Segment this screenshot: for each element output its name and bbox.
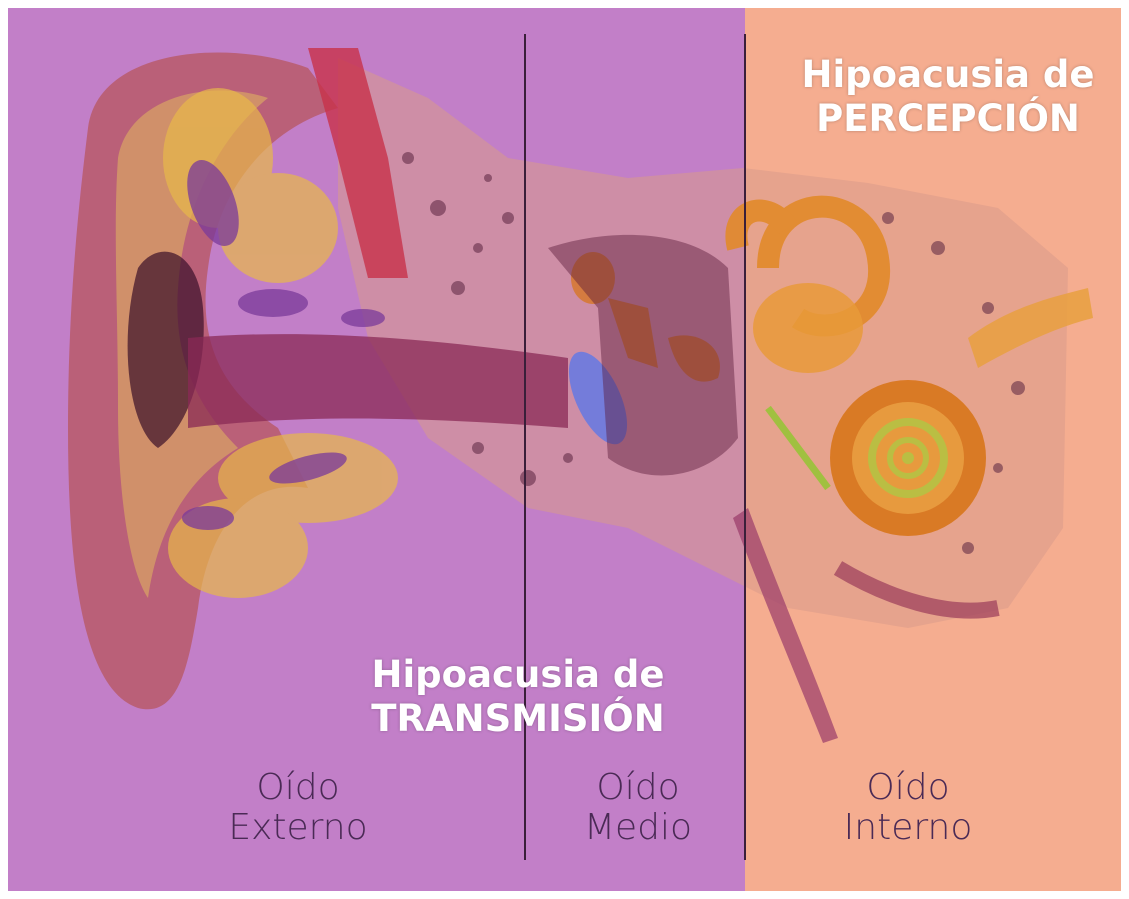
outer-ear-label-line2: Externo [208, 808, 388, 848]
perception-hearing-loss-title: Hipoacusia de PERCEPCIÓN [768, 53, 1121, 140]
cochlea [830, 380, 986, 536]
transmission-title-line1: Hipoacusia de [338, 653, 698, 697]
outer-ear-label: Oído Externo [208, 768, 388, 847]
middle-ear-label-line2: Medio [563, 808, 713, 848]
transmission-title-line2: TRANSMISIÓN [338, 697, 698, 741]
ear-anatomy-illustration [8, 8, 1121, 891]
middle-ear-label: Oído Medio [563, 768, 713, 847]
inner-ear-label-line2: Interno [818, 808, 998, 848]
inner-ear-label-line1: Oído [818, 768, 998, 808]
middle-inner-divider [744, 34, 746, 860]
outer-ear-label-line1: Oído [208, 768, 388, 808]
ear-anatomy-figure: Hipoacusia de PERCEPCIÓN Hipoacusia de T… [8, 8, 1121, 891]
perception-title-line2: PERCEPCIÓN [768, 97, 1121, 141]
inner-ear-label: Oído Interno [818, 768, 998, 847]
perception-title-line1: Hipoacusia de [768, 53, 1121, 97]
middle-ear-label-line1: Oído [563, 768, 713, 808]
vestibule [753, 283, 863, 373]
transmission-hearing-loss-title: Hipoacusia de TRANSMISIÓN [338, 653, 698, 740]
